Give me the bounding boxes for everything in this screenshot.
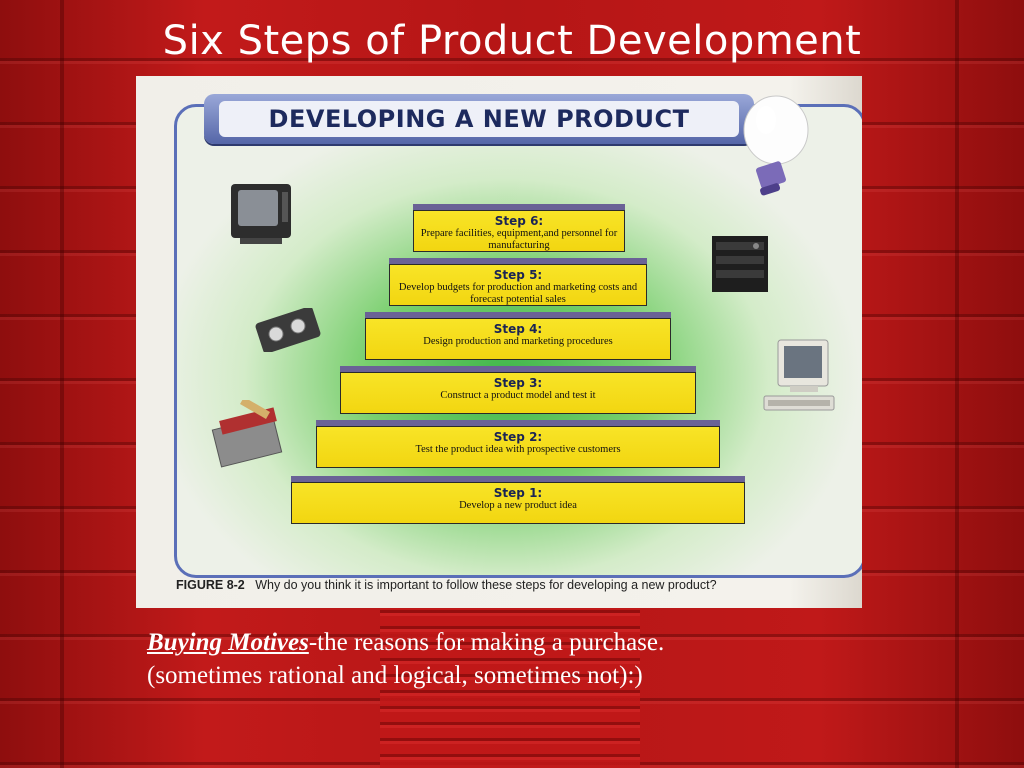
term-note: (sometimes rational and logical, sometim… bbox=[147, 662, 643, 689]
definition-text: Buying Motives-the reasons for making a … bbox=[147, 626, 907, 692]
television-icon bbox=[231, 184, 291, 244]
step-6-name: Step 6: bbox=[494, 214, 544, 228]
term-buying-motives: Buying Motives bbox=[147, 629, 309, 656]
textbook-figure: DEVELOPING A NEW PRODUCT bbox=[136, 76, 862, 608]
banner-title: DEVELOPING A NEW PRODUCT bbox=[219, 101, 739, 137]
figure-label: FIGURE 8-2 bbox=[176, 578, 245, 592]
panel-seam bbox=[955, 0, 959, 768]
step-4-name: Step 4: bbox=[493, 322, 543, 336]
cassette-icon bbox=[255, 308, 321, 352]
step-6: Step 6: Prepare facilities, equipment,an… bbox=[413, 210, 625, 252]
step-4-description: Design production and marketing procedur… bbox=[423, 336, 613, 347]
slide-title: Six Steps of Product Development bbox=[162, 18, 862, 64]
lightbulb-icon bbox=[743, 95, 809, 196]
step-1-name: Step 1: bbox=[493, 486, 543, 500]
step-3: Step 3: Construct a product model and te… bbox=[340, 372, 696, 414]
figure-question: Why do you think it is important to foll… bbox=[255, 578, 717, 592]
step-1: Step 1: Develop a new product idea bbox=[291, 482, 745, 524]
panel-seam bbox=[60, 0, 64, 768]
stereo-icon bbox=[712, 236, 768, 292]
step-2-name: Step 2: bbox=[493, 430, 543, 444]
computer-icon bbox=[763, 339, 835, 411]
figure-banner: DEVELOPING A NEW PRODUCT bbox=[204, 94, 754, 144]
step-3-name: Step 3: bbox=[493, 376, 543, 390]
step-6-description: Prepare facilities, equipment,and person… bbox=[420, 228, 618, 251]
step-3-description: Construct a product model and test it bbox=[440, 390, 596, 401]
step-5: Step 5: Develop budgets for production a… bbox=[389, 264, 647, 306]
toolbox-icon bbox=[211, 400, 283, 468]
figure-caption: FIGURE 8-2 Why do you think it is import… bbox=[176, 578, 717, 592]
step-1-description: Develop a new product idea bbox=[459, 500, 577, 511]
step-2: Step 2: Test the product idea with prosp… bbox=[316, 426, 720, 468]
step-5-description: Develop budgets for production and marke… bbox=[398, 282, 638, 305]
step-4: Step 4: Design production and marketing … bbox=[365, 318, 671, 360]
step-2-description: Test the product idea with prospective c… bbox=[415, 444, 621, 455]
step-5-name: Step 5: bbox=[493, 268, 543, 282]
vent-stripes bbox=[380, 600, 640, 768]
term-definition: -the reasons for making a purchase. bbox=[308, 629, 665, 656]
